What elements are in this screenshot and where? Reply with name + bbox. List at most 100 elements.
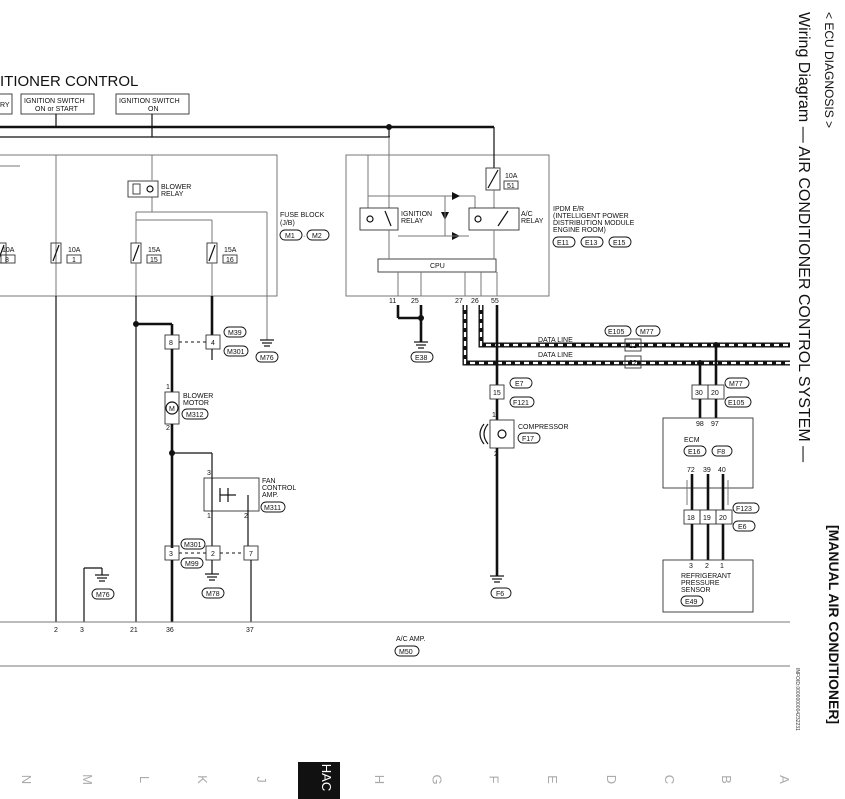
ac-relay-label: A/C (521, 211, 533, 218)
nav-a[interactable]: A (776, 775, 792, 784)
nav-n[interactable]: N (19, 774, 35, 785)
fuse-8: 10A 8 (0, 242, 16, 264)
svg-text:37: 37 (246, 627, 254, 634)
svg-text:22: 22 (629, 360, 637, 367)
fan-amp-label-2: CONTROL (262, 485, 296, 492)
nav-d[interactable]: D (604, 774, 620, 785)
conn-m2: M2 (312, 233, 322, 240)
fuse-block-label: FUSE BLOCK (280, 212, 325, 219)
conn-e6: E6 (738, 524, 747, 531)
svg-text:8: 8 (169, 340, 173, 347)
svg-text:CPU: CPU (430, 263, 445, 270)
ipdm-cpu (377, 258, 497, 273)
pressure-sensor-box (662, 559, 754, 613)
nav-l[interactable]: L (137, 775, 153, 784)
svg-text:3: 3 (207, 470, 211, 477)
svg-text:11: 11 (389, 298, 396, 305)
conn-m77b: M77 (729, 381, 743, 388)
blower-motor-label-2: MOTOR (183, 400, 209, 407)
nav-current-label: HAC (319, 763, 335, 792)
svg-text:16: 16 (226, 257, 234, 264)
power-label-ign1: IGNITION SWITCH (24, 98, 85, 105)
nav-f[interactable]: F (486, 775, 502, 784)
conn-f6: F6 (496, 591, 504, 598)
ipdm-fuse (485, 167, 501, 191)
fuse-1: 10A 1 (50, 242, 82, 264)
svg-text:25: 25 (411, 298, 419, 305)
conn-f121: F121 (513, 400, 529, 407)
svg-text:15: 15 (150, 257, 158, 264)
svg-text:10A: 10A (2, 247, 15, 254)
svg-text:1: 1 (720, 563, 724, 570)
fuse-block-label-2: (J/B) (280, 220, 295, 227)
power-label-ign2b: ON (148, 106, 159, 113)
svg-text:7: 7 (249, 551, 253, 558)
svg-text:36: 36 (166, 627, 174, 634)
blower-relay (127, 180, 159, 198)
fan-amp-label-3: AMP. (262, 492, 278, 499)
svg-text:2: 2 (211, 551, 215, 558)
manual-title: [MANUAL AIR CONDITIONER] (826, 525, 842, 725)
nav-j[interactable]: J (253, 776, 269, 783)
svg-text:3: 3 (169, 551, 173, 558)
conn-m311: M311 (264, 505, 281, 512)
ac-relay-label-2: RELAY (521, 218, 544, 225)
svg-text:15A: 15A (148, 247, 161, 254)
fuse-15: 15A 15 (130, 242, 162, 264)
conn-m39: M39 (228, 330, 242, 337)
svg-text:·: · (303, 233, 305, 240)
conn-m99b: M99 (185, 561, 199, 568)
conn-e49: E49 (685, 599, 698, 606)
svg-text:2: 2 (54, 627, 58, 634)
conn-e11: E11 (557, 240, 569, 247)
diode-icon (452, 192, 460, 200)
conn-e7: E7 (515, 381, 524, 388)
compressor (489, 419, 515, 449)
fuse-block-box (0, 154, 278, 297)
svg-text:2: 2 (244, 513, 248, 520)
sensor-label-3: SENSOR (681, 587, 711, 594)
svg-text:DATA LINE: DATA LINE (538, 352, 573, 359)
conn-m76: M76 (260, 355, 274, 362)
ecm-label: ECM (684, 437, 700, 444)
ipdm-label-4: ENGINE ROOM) (553, 227, 606, 234)
power-label-left: RY (0, 102, 10, 109)
svg-text:1: 1 (72, 257, 76, 264)
ipdm-label-2: (INTELLIGENT POWER (553, 213, 629, 220)
svg-text:39: 39 (703, 467, 711, 474)
fuse-16: 15A 16 (206, 242, 238, 264)
svg-text:20: 20 (719, 515, 727, 522)
svg-text:30: 30 (695, 390, 703, 397)
nav-b[interactable]: B (718, 775, 734, 784)
conn-m76b: M76 (96, 592, 110, 599)
conn-m301b: M301 (184, 542, 202, 549)
svg-text:20: 20 (711, 390, 719, 397)
ignition-relay-label: IGNITION (401, 211, 432, 218)
motor-m-icon: M (169, 406, 175, 413)
ipdm-label: IPDM E/R (553, 206, 584, 213)
conn-m78: M78 (206, 591, 220, 598)
nav-m[interactable]: M (79, 774, 95, 785)
nav-g[interactable]: G (429, 774, 445, 785)
svg-text:97: 97 (711, 421, 719, 428)
svg-text:10A: 10A (505, 173, 518, 180)
svg-text:1: 1 (166, 384, 170, 391)
conn-m50: M50 (399, 649, 413, 656)
svg-text:40: 40 (718, 467, 726, 474)
nav-e[interactable]: E (544, 775, 560, 784)
ignition-relay-label-2: RELAY (401, 218, 424, 225)
nav-k[interactable]: K (194, 775, 210, 784)
blower-relay-label-2: RELAY (161, 191, 184, 198)
svg-text:8: 8 (5, 257, 9, 264)
svg-text:26: 26 (471, 298, 479, 305)
svg-text:72: 72 (687, 467, 695, 474)
nav-h[interactable]: H (372, 774, 388, 785)
nav-c[interactable]: C (662, 774, 678, 785)
power-label-ign2: IGNITION SWITCH (119, 98, 180, 105)
nav-current-tab[interactable]: HAC (298, 762, 340, 799)
ac-amp-label: A/C AMP. (396, 636, 425, 643)
svg-text:98: 98 (696, 421, 704, 428)
blower-motor-label: BLOWER (183, 393, 213, 400)
ipdm-box (345, 154, 550, 297)
